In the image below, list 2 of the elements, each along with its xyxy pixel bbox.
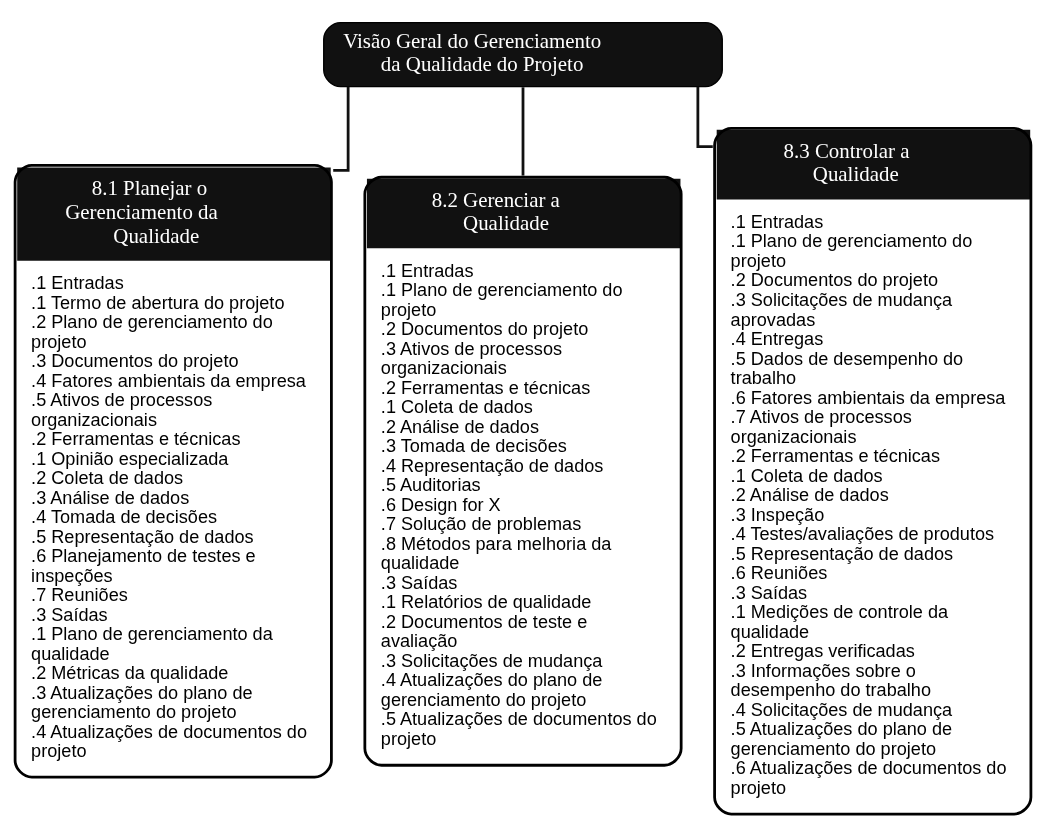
connector [521,87,525,176]
node-box: Visão Geral do Gerenciamento da Qualidade do Projeto [323,21,723,88]
